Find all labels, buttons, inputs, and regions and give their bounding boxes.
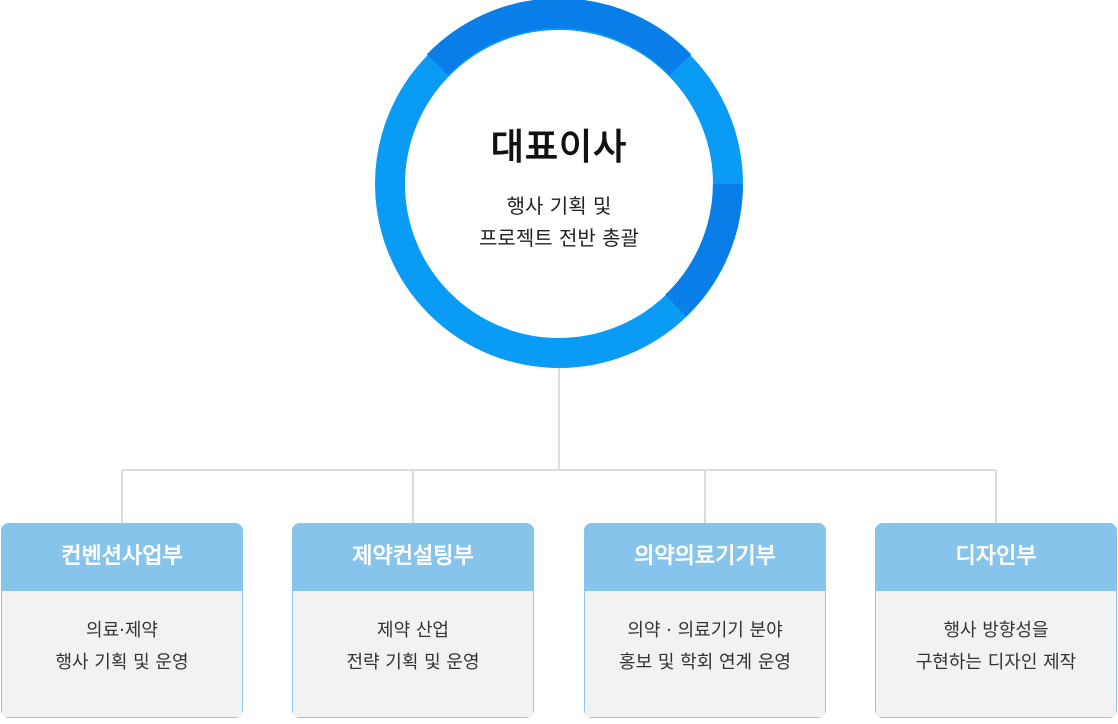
department-description: 제약 산업 전략 기획 및 운영 <box>293 591 533 717</box>
department-name: 컨벤션사업부 <box>1 523 243 591</box>
department-desc-line-2: 구현하는 디자인 제작 <box>915 652 1077 673</box>
department-desc-line-2: 홍보 및 학회 연계 운영 <box>619 652 791 673</box>
department-design: 디자인부 행사 방향성을 구현하는 디자인 제작 <box>875 523 1117 718</box>
department-desc-line-1: 의료·제약 <box>86 620 158 641</box>
department-name: 디자인부 <box>875 523 1117 591</box>
ceo-description: 행사 기획 및 프로젝트 전반 총괄 <box>375 190 743 254</box>
department-desc-line-1: 행사 방향성을 <box>943 620 1049 641</box>
department-name: 제약컨설팅부 <box>292 523 534 591</box>
department-medical-devices: 의약의료기기부 의약 · 의료기기 분야 홍보 및 학회 연계 운영 <box>584 523 826 718</box>
ceo-desc-line-2: 프로젝트 전반 총괄 <box>479 226 639 250</box>
department-desc-line-2: 행사 기획 및 운영 <box>55 652 189 673</box>
department-desc-line-2: 전략 기획 및 운영 <box>346 652 480 673</box>
ceo-title: 대표이사 <box>490 127 628 168</box>
ceo-desc-line-1: 행사 기획 및 <box>506 194 612 218</box>
department-pharma-consulting: 제약컨설팅부 제약 산업 전략 기획 및 운영 <box>292 523 534 718</box>
department-desc-line-1: 제약 산업 <box>377 620 449 641</box>
department-name: 의약의료기기부 <box>584 523 826 591</box>
department-convention: 컨벤션사업부 의료·제약 행사 기획 및 운영 <box>1 523 243 718</box>
department-desc-line-1: 의약 · 의료기기 분야 <box>627 620 783 641</box>
ceo-node: 대표이사 행사 기획 및 프로젝트 전반 총괄 <box>375 0 743 368</box>
ceo-ring <box>375 0 743 368</box>
department-description: 의료·제약 행사 기획 및 운영 <box>2 591 242 717</box>
department-description: 의약 · 의료기기 분야 홍보 및 학회 연계 운영 <box>585 591 825 717</box>
department-description: 행사 방향성을 구현하는 디자인 제작 <box>876 591 1116 717</box>
